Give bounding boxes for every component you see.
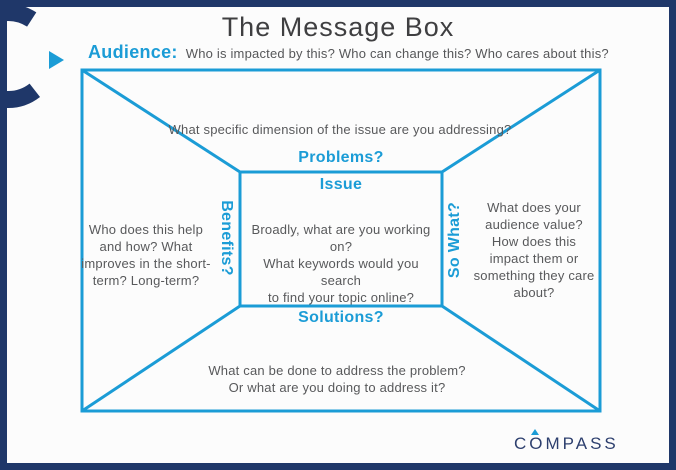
audience-question: Who is impacted by this? Who can change … [185,46,609,61]
solutions-label: Solutions? [298,309,384,326]
problems-label: Problems? [298,149,384,166]
benefits-label-text: Benefits? [218,200,236,276]
problems-question: What specific dimension of the issue are… [168,122,512,137]
compass-logo-text: COMPASS [514,434,619,453]
outer-box-line [80,68,602,413]
diagonal-top-left-line [81,68,241,174]
so-what-question: What does your audience value? How does … [473,200,595,300]
compass-caret-icon [531,429,539,435]
so-what-label-text: So What? [446,201,464,279]
audience-arrow-icon [49,51,64,69]
inner-issue-box-line [238,170,444,308]
audience-row: Audience: Who is impacted by this? Who c… [88,42,609,63]
issue-question: Broadly, what are you working on? What k… [251,222,431,305]
page-title: The Message Box [221,12,455,42]
solutions-question: What can be done to address the problem?… [208,363,466,395]
diagonal-bottom-left-line [81,304,241,413]
issue-label: Issue [319,176,363,193]
diagonal-top-right-line [441,68,601,174]
benefits-question: Who does this help and how? What improve… [81,222,211,288]
diagonal-bottom-right-line [441,304,601,413]
compass-logo: COMPASS [514,429,619,454]
audience-label: Audience: [88,42,178,62]
